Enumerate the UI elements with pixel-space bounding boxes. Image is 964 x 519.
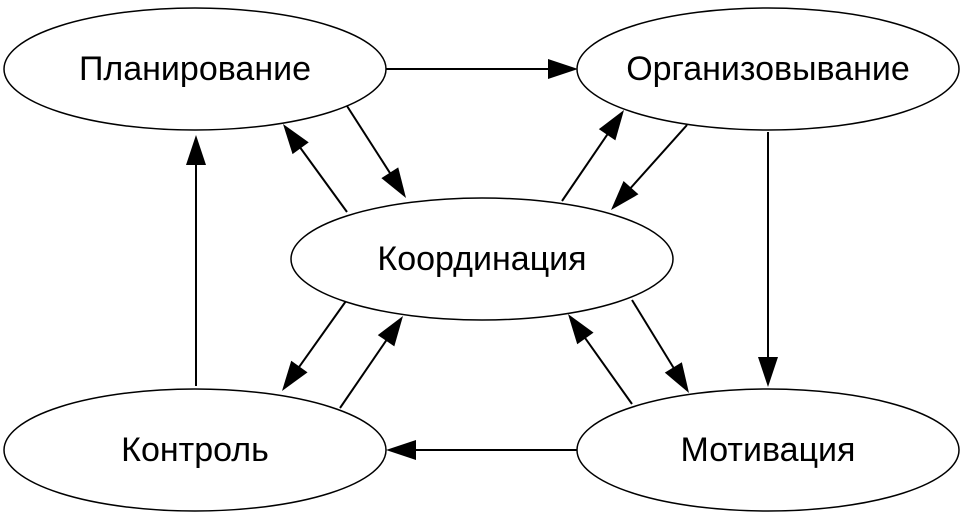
arrowhead-organizing-to-motivation xyxy=(758,357,778,387)
arrowhead-planning-to-coordination xyxy=(381,167,406,198)
arrow-motivation-to-coordination xyxy=(568,314,633,405)
arrow-coordination-to-organizing xyxy=(561,110,624,202)
node-planning-label: Планирование xyxy=(79,50,311,88)
arrow-line-coordination-to-planning xyxy=(298,146,348,213)
arrow-organizing-to-motivation xyxy=(758,132,778,387)
node-control: Контроль xyxy=(3,388,387,512)
arrow-coordination-to-control xyxy=(282,300,347,391)
arrowhead-organizing-to-coordination xyxy=(611,180,639,210)
node-planning-shape xyxy=(3,7,387,131)
arrowhead-coordination-to-organizing xyxy=(598,110,624,141)
arrow-organizing-to-coordination xyxy=(611,124,688,210)
arrow-line-organizing-to-coordination xyxy=(628,124,688,190)
arrowhead-motivation-to-coordination xyxy=(568,314,594,345)
node-organizing-label: Организовывание xyxy=(626,50,910,88)
node-motivation-label: Мотивация xyxy=(681,431,856,469)
arrow-line-planning-to-coordination xyxy=(346,105,392,175)
arrow-coordination-to-planning xyxy=(283,124,348,213)
arrow-planning-to-organizing xyxy=(386,59,578,79)
arrow-planning-to-coordination xyxy=(346,105,406,198)
arrowhead-coordination-to-motivation xyxy=(664,362,689,393)
node-control-shape xyxy=(3,388,387,512)
node-planning: Планирование xyxy=(3,7,387,131)
node-organizing: Организовывание xyxy=(576,7,960,131)
arrow-line-control-to-coordination xyxy=(339,338,389,409)
node-organizing-shape xyxy=(576,7,960,131)
node-control-label: Контроль xyxy=(121,431,269,469)
arrow-coordination-to-motivation xyxy=(631,299,689,393)
arrowhead-motivation-to-control xyxy=(386,440,416,460)
arrow-line-coordination-to-organizing xyxy=(561,132,610,202)
arrow-motivation-to-control xyxy=(386,440,578,460)
arrowhead-coordination-to-control xyxy=(282,360,308,391)
node-coordination: Координация xyxy=(290,197,674,321)
arrow-line-motivation-to-coordination xyxy=(583,336,633,405)
edges-layer xyxy=(186,59,778,460)
node-motivation-shape xyxy=(576,388,960,512)
arrowhead-planning-to-organizing xyxy=(548,59,578,79)
arrowhead-control-to-coordination xyxy=(377,316,403,347)
arrowhead-control-to-planning xyxy=(186,135,206,165)
arrow-line-coordination-to-control xyxy=(297,300,347,369)
arrow-control-to-planning xyxy=(186,135,206,386)
arrow-line-coordination-to-motivation xyxy=(631,299,676,370)
node-coordination-label: Координация xyxy=(377,240,586,278)
arrowhead-coordination-to-planning xyxy=(283,124,309,155)
node-coordination-shape xyxy=(290,197,674,321)
node-motivation: Мотивация xyxy=(576,388,960,512)
arrow-control-to-coordination xyxy=(339,316,403,409)
